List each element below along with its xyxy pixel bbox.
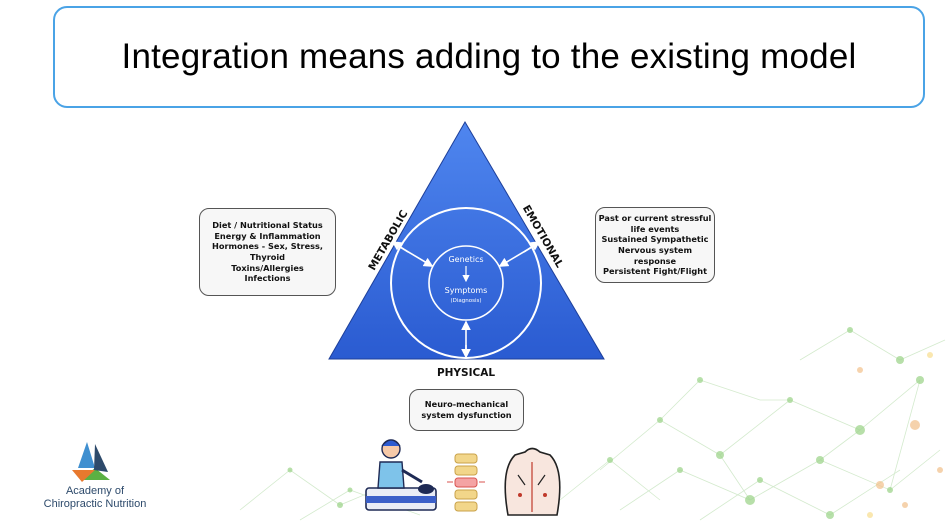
note-line: Persistent Fight/Flight [602, 266, 707, 277]
note-line: Diet / Nutritional Status [212, 220, 323, 231]
note-line: system dysfunction [421, 410, 512, 420]
spine-illustration [447, 453, 485, 512]
note-physical: Neuro-mechanical system dysfunction [409, 389, 524, 431]
note-emotional: Past or current stressful life events Su… [595, 207, 715, 283]
logo-line1: Academy of [65, 485, 125, 497]
note-line: Neuro-mechanical [424, 399, 509, 410]
note-metabolic: Diet / Nutritional Status Energy & Infla… [199, 208, 336, 296]
triangle-shape [328, 121, 605, 360]
arrow-vertex-right [523, 241, 541, 253]
back-pain-illustration [504, 447, 561, 516]
inner-ring [428, 245, 504, 321]
note-line: response [633, 255, 677, 266]
arrow-vertex-left [391, 241, 409, 253]
note-line: Toxins/Allergies [231, 262, 304, 273]
logo-text: Academy of Chiropractic Nutrition [30, 485, 160, 511]
title-box: Integration means adding to the existing… [53, 6, 925, 108]
slide-title: Integration means adding to the existing… [121, 37, 857, 76]
note-line: Nervous system [617, 245, 693, 255]
note-line: Thyroid [249, 252, 286, 262]
center-genetics: Genetics [448, 255, 483, 264]
center-symptoms: Symptoms [445, 286, 488, 295]
note-line: Sustained Sympathetic [601, 234, 709, 245]
center-diagnosis: (Diagnosis) [450, 298, 481, 304]
logo-line2: Chiropractic Nutrition [43, 498, 147, 510]
note-line: Energy & Inflammation [214, 230, 321, 241]
note-line: Infections [244, 273, 291, 284]
side-label-physical: PHYSICAL [437, 367, 495, 379]
logo-mark-icon [72, 442, 110, 482]
note-line: Past or current stressful [598, 213, 712, 224]
academy-logo: Academy of Chiropractic Nutrition [30, 440, 160, 520]
note-line: life events [630, 223, 680, 234]
patient-illustration [365, 439, 437, 511]
note-line: Hormones - Sex, Stress, [212, 241, 323, 252]
